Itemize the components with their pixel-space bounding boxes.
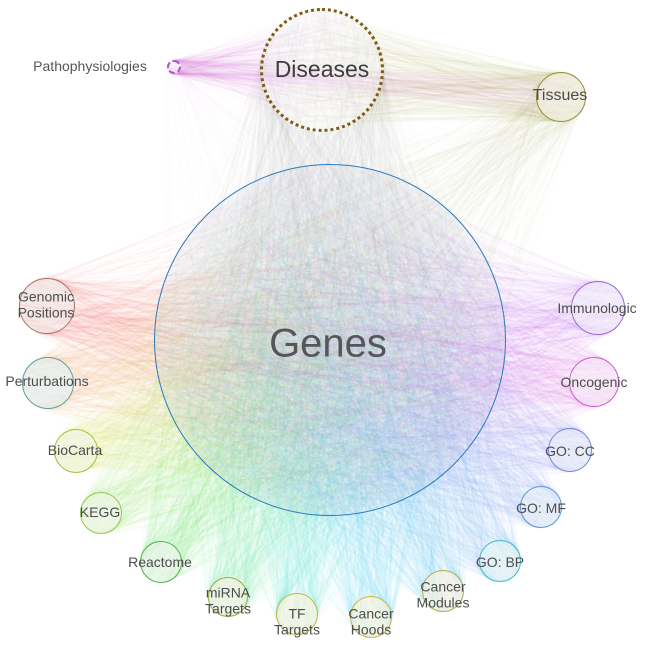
node-immunologic[interactable] <box>571 281 625 335</box>
node-pathophysiologies[interactable] <box>167 60 181 74</box>
node-reactome[interactable] <box>140 541 182 583</box>
node-genomic-positions[interactable] <box>19 278 75 334</box>
node-go-mf[interactable] <box>520 486 562 528</box>
node-perturbations[interactable] <box>22 357 74 409</box>
node-kegg[interactable] <box>80 492 122 534</box>
node-genes[interactable] <box>154 164 506 516</box>
node-diseases[interactable] <box>260 8 384 132</box>
node-cancer-modules[interactable] <box>422 570 464 612</box>
node-cancer-hoods[interactable] <box>350 596 392 638</box>
node-mirna-targets[interactable] <box>208 577 248 617</box>
node-tissues[interactable] <box>536 72 586 122</box>
node-tf-targets[interactable] <box>276 593 318 635</box>
node-go-bp[interactable] <box>479 540 521 582</box>
node-go-cc[interactable] <box>548 428 592 472</box>
node-biocarta[interactable] <box>54 429 98 473</box>
node-oncogenic[interactable] <box>569 357 619 407</box>
